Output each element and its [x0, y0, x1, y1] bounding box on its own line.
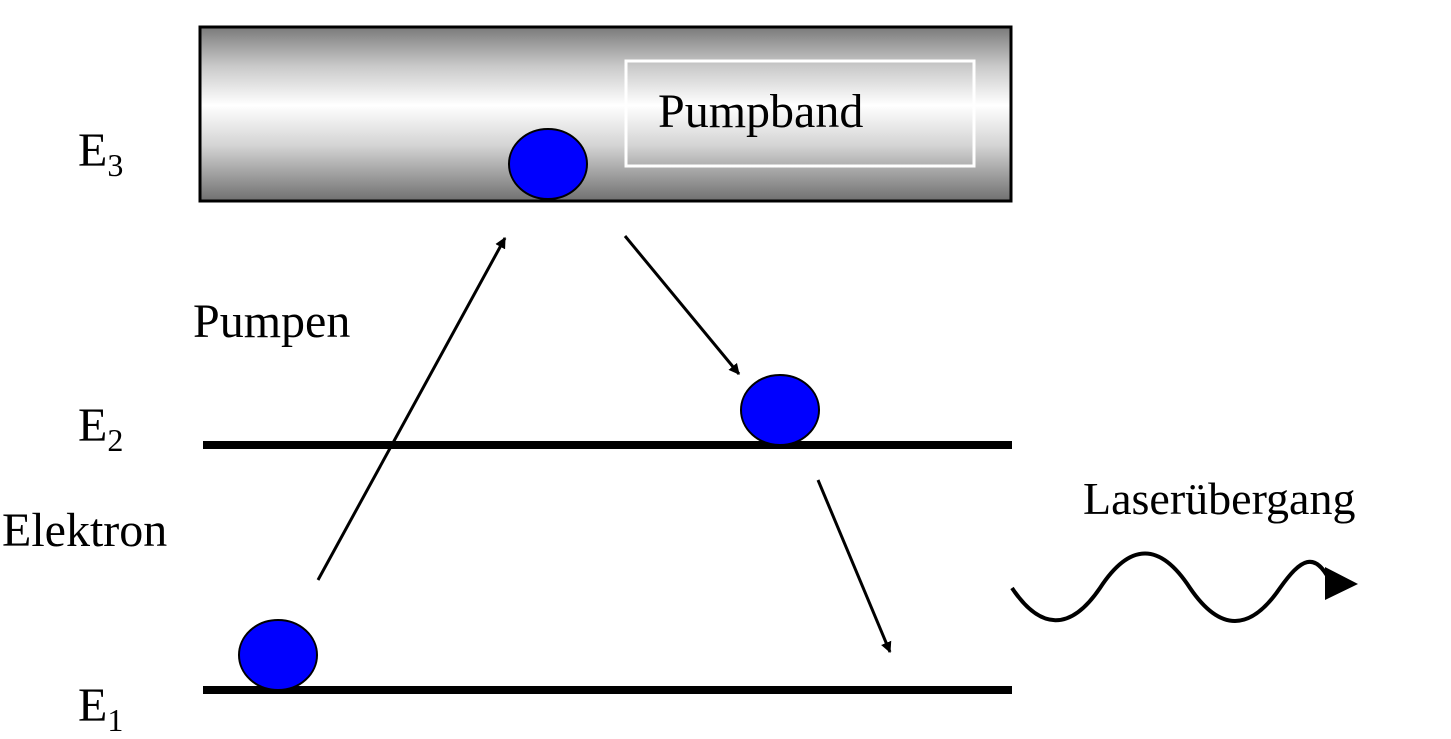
- level-e2-label: E2: [78, 399, 123, 458]
- electron-e2: [740, 374, 820, 446]
- electron-e1: [238, 619, 318, 691]
- relaxation-arrow: [623, 235, 741, 375]
- level-e2-subscript: 2: [107, 422, 123, 458]
- laser-transition-label: Laserübergang: [1083, 473, 1355, 524]
- pump-band: [198, 25, 1013, 203]
- level-e3-symbol: E: [78, 124, 107, 177]
- electron-e3: [508, 128, 588, 200]
- photon-arrowhead-icon: [1325, 567, 1358, 600]
- elektron-label: Elektron: [2, 504, 167, 557]
- level-e1-subscript: 1: [107, 702, 123, 738]
- level-e3-subscript: 3: [107, 147, 123, 183]
- pumpen-label: Pumpen: [193, 295, 350, 348]
- photon-wave-icon: [1010, 551, 1334, 623]
- level-e2-symbol: E: [78, 399, 107, 452]
- level-e3-label: E3: [78, 124, 123, 183]
- pump-arrow: [316, 237, 507, 581]
- level-e1-label: E1: [78, 679, 123, 738]
- pumpband-label: Pumpband: [658, 85, 863, 138]
- laser-decay-arrow: [816, 479, 892, 654]
- pumpband-label-box: [624, 59, 976, 168]
- level-e1-symbol: E: [78, 679, 107, 732]
